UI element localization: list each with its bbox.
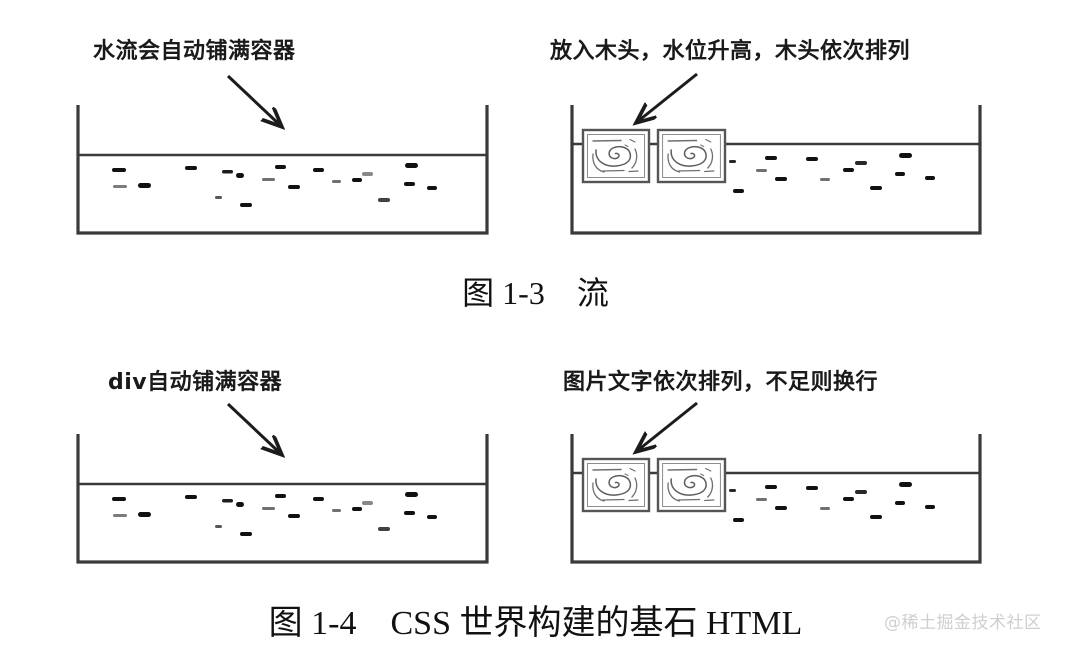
water-fleck [352, 178, 362, 182]
water-fleck [843, 497, 854, 501]
wood-grain-icon [661, 462, 722, 508]
water-fleck [765, 156, 777, 160]
annotation-arrow-icon [226, 74, 281, 126]
water-fleck [112, 497, 126, 501]
wood-block-outline [581, 128, 651, 184]
wood-block [656, 457, 727, 513]
water-fleck [262, 178, 275, 181]
water-fleck [288, 185, 300, 189]
water-fleck [427, 186, 437, 190]
water-fleck [870, 186, 882, 190]
water-fleck [729, 160, 736, 163]
water-fleck [806, 157, 818, 161]
container-outline [76, 434, 489, 564]
water-fleck [756, 169, 767, 172]
water-fleck [806, 486, 818, 490]
wood-grain-icon [661, 133, 722, 179]
panel-label-bottom-left: div自动铺满容器 [108, 370, 283, 395]
wood-block [581, 457, 651, 513]
water-fleck [332, 509, 341, 512]
panel-top-right [570, 72, 982, 235]
water-fleck [707, 155, 713, 159]
water-fleck [775, 506, 787, 510]
figure-caption-1-3: 图 1-3 流 [462, 275, 609, 311]
watermark-text: @稀土掘金技术社区 [884, 613, 1042, 633]
water-fleck [112, 168, 126, 172]
water-fleck [707, 484, 713, 488]
water-fleck [895, 172, 905, 176]
water-fleck [332, 180, 341, 183]
water-fleck [404, 182, 415, 186]
panel-label-bottom-right: 图片文字依次排列，不足则换行 [563, 370, 879, 395]
water-fleck [733, 189, 744, 193]
water-fleck [925, 176, 935, 180]
water-fleck [820, 178, 830, 181]
wood-block-outline [581, 457, 651, 513]
wood-block [581, 128, 651, 184]
wood-block-outline [656, 457, 727, 513]
water-fleck [215, 525, 222, 528]
wood-block-outline [656, 128, 727, 184]
wood-grain-icon [586, 462, 646, 508]
container-outline [570, 105, 982, 235]
water-fleck [236, 502, 244, 507]
water-fleck [275, 165, 286, 169]
water-fleck [855, 161, 867, 165]
water-fleck [899, 482, 912, 487]
water-fleck [313, 168, 324, 172]
wood-grain-icon [586, 133, 646, 179]
panel-top-left [76, 74, 489, 235]
water-fleck [262, 507, 275, 510]
water-fleck [113, 185, 127, 188]
water-fleck [362, 501, 373, 505]
water-fleck [240, 532, 252, 536]
wood-block [656, 128, 727, 184]
water-fleck [362, 172, 373, 176]
water-fleck [925, 505, 935, 509]
water-fleck [288, 514, 300, 518]
annotation-arrow-icon [637, 72, 698, 122]
water-fleck [427, 515, 437, 519]
panel-label-top-left: 水流会自动铺满容器 [93, 39, 296, 64]
water-fleck [185, 495, 197, 499]
water-fleck [895, 501, 905, 505]
water-fleck [222, 499, 233, 503]
water-fleck [765, 485, 777, 489]
water-fleck [820, 507, 830, 510]
water-fleck [313, 497, 324, 501]
annotation-arrow-icon [226, 402, 281, 454]
water-fleck [870, 515, 882, 519]
water-fleck [138, 183, 151, 188]
water-fleck [756, 498, 767, 501]
water-fleck [405, 492, 418, 497]
annotation-arrow-icon [637, 401, 698, 451]
water-fleck [138, 512, 151, 517]
water-fleck [185, 166, 197, 170]
panel-bottom-left [76, 402, 489, 564]
water-fleck [222, 170, 233, 174]
water-fleck [405, 163, 418, 168]
panel-bottom-right [570, 401, 982, 564]
water-fleck [378, 198, 390, 202]
water-fleck [275, 494, 286, 498]
water-fleck [240, 203, 252, 207]
water-fleck [775, 177, 787, 181]
water-fleck [733, 518, 744, 522]
container-outline [570, 434, 982, 564]
water-fleck [729, 489, 736, 492]
water-fleck [352, 507, 362, 511]
water-fleck [899, 153, 912, 158]
water-fleck [855, 490, 867, 494]
figure-caption-1-4: 图 1-4 CSS 世界构建的基石 HTML [268, 605, 803, 642]
panel-label-top-right: 放入木头，水位升高，木头依次排列 [550, 39, 911, 64]
water-fleck [215, 196, 222, 199]
water-fleck [843, 168, 854, 172]
water-fleck [113, 514, 127, 517]
container-outline [76, 105, 489, 235]
water-fleck [404, 511, 415, 515]
water-fleck [236, 173, 244, 178]
water-fleck [378, 527, 390, 531]
